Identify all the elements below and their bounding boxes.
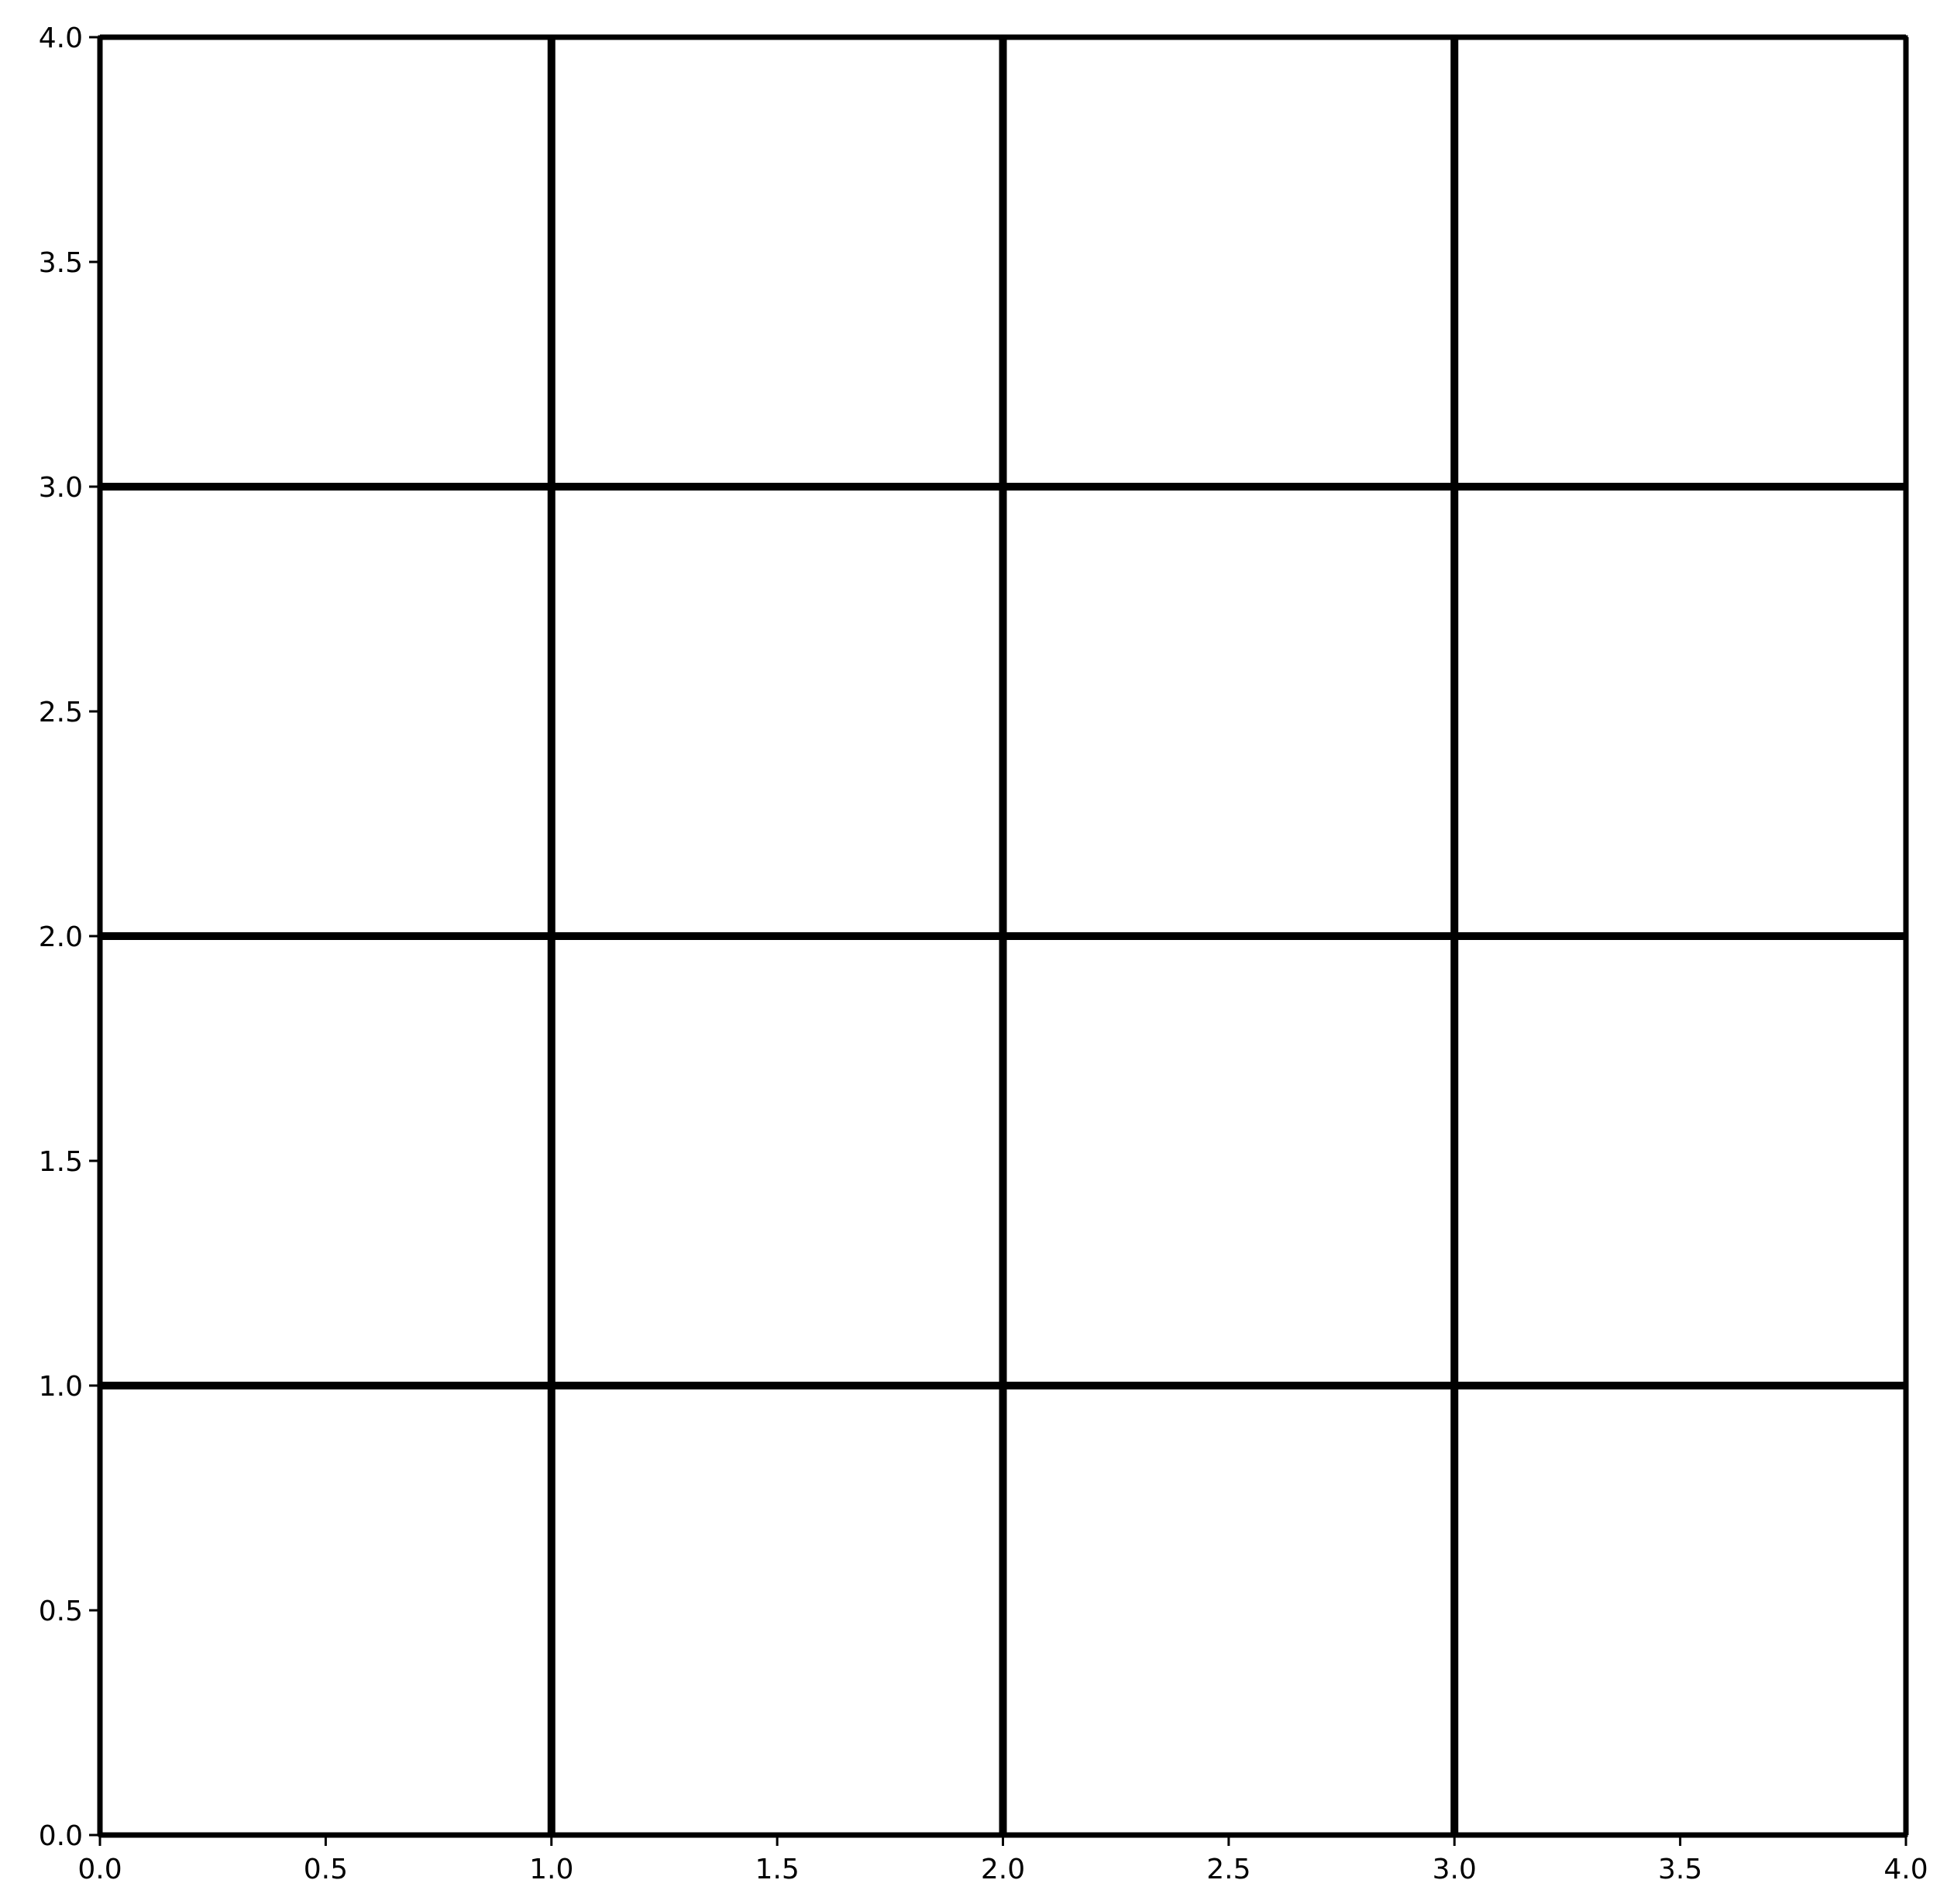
y-tick-label: 4.0 <box>39 22 83 54</box>
x-tick-label: 1.0 <box>529 1854 573 1885</box>
y-tick-label: 1.0 <box>39 1371 83 1403</box>
x-tick-label: 3.5 <box>1658 1854 1702 1885</box>
y-tick-label: 2.0 <box>39 921 83 953</box>
x-tick-label: 2.5 <box>1206 1854 1250 1885</box>
x-tick-label: 1.5 <box>755 1854 799 1885</box>
x-tick-label: 2.0 <box>981 1854 1025 1885</box>
y-tick-label: 3.0 <box>39 472 83 504</box>
x-axis: 0.0 0.5 1.0 1.5 2.0 2.5 3.0 3.5 4.0 <box>77 1835 1928 1885</box>
y-tick-label: 1.5 <box>39 1146 83 1178</box>
x-tick-label: 0.0 <box>77 1854 122 1885</box>
y-tick-label: 2.5 <box>39 697 83 728</box>
y-tick-label: 0.0 <box>39 1820 83 1852</box>
y-axis: 0.0 0.5 1.0 1.5 2.0 2.5 3.0 3.5 4.0 <box>39 22 100 1852</box>
y-tick-label: 0.5 <box>39 1596 83 1627</box>
y-tick-label: 3.5 <box>39 247 83 279</box>
x-tick-label: 0.5 <box>304 1854 348 1885</box>
x-tick-label: 4.0 <box>1883 1854 1928 1885</box>
x-tick-label: 3.0 <box>1433 1854 1477 1885</box>
